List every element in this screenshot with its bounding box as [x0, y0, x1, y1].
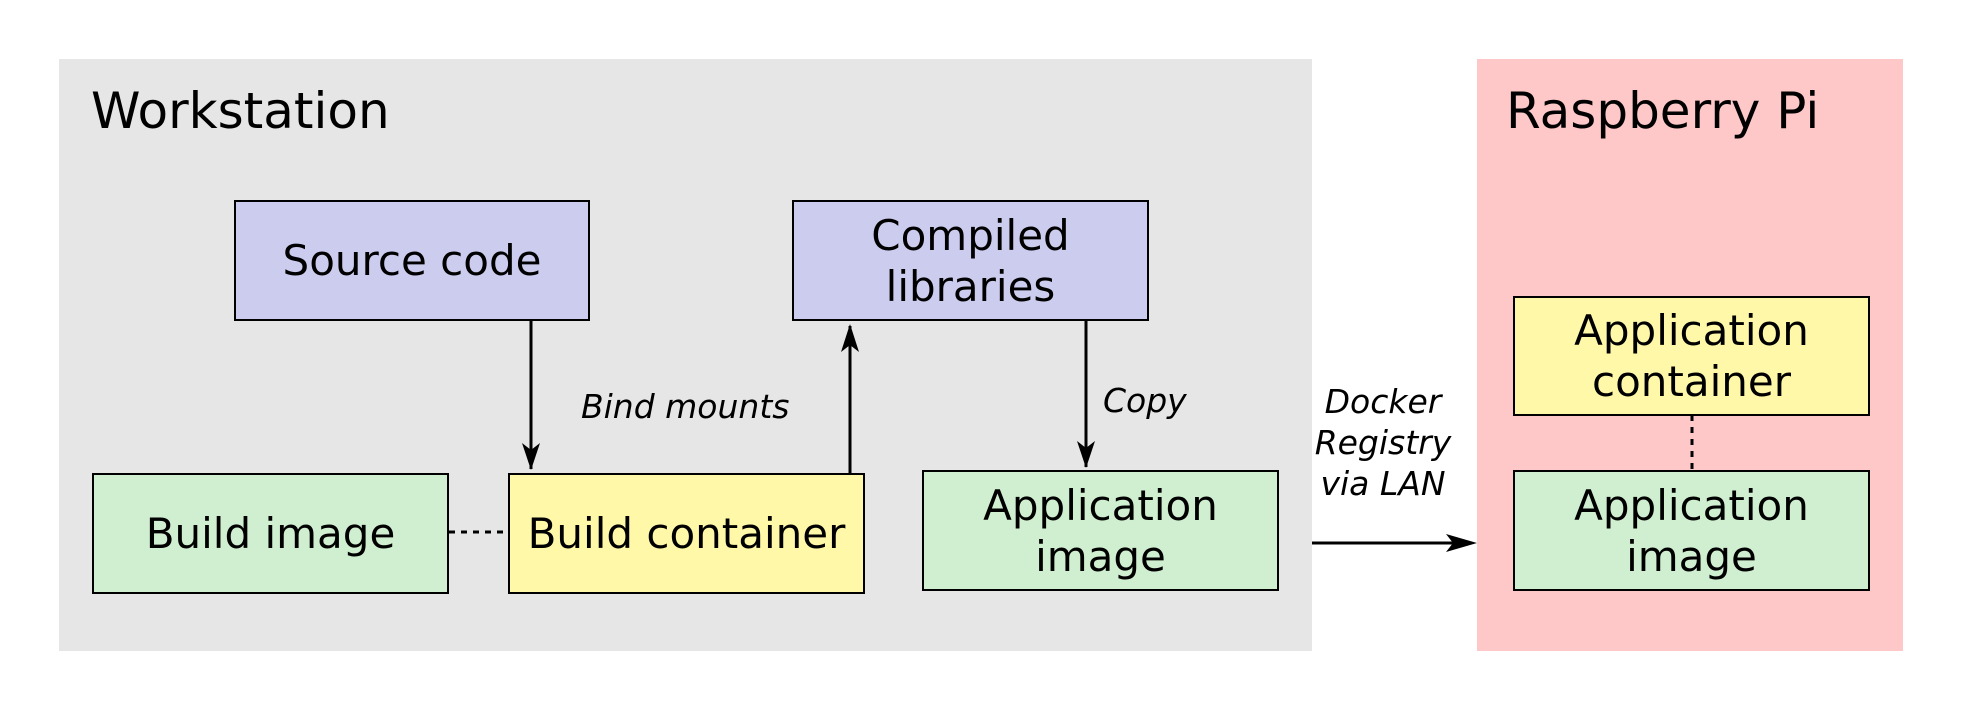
compiled-libraries-box: Compiled libraries	[792, 200, 1149, 321]
registry-label-line1: Docker	[1324, 382, 1442, 421]
build-image-box: Build image	[92, 473, 449, 594]
source-code-box: Source code	[234, 200, 590, 321]
pi-application-container-box: Application container	[1513, 296, 1870, 416]
application-image-label-line2: image	[1035, 531, 1166, 581]
registry-label: Docker Registry via LAN	[1308, 381, 1458, 504]
pi-application-image-label-line1: Application	[1574, 480, 1809, 530]
raspberry-pi-title: Raspberry Pi	[1506, 82, 1820, 140]
pi-application-image-box: Application image	[1513, 470, 1870, 591]
application-image-label-line1: Application	[983, 480, 1218, 530]
pi-application-container-label-line2: container	[1591, 357, 1791, 406]
registry-label-line3: via LAN	[1320, 464, 1446, 503]
source-code-label: Source code	[282, 236, 542, 285]
build-container-box: Build container	[508, 473, 865, 594]
workstation-application-image-box: Application image	[922, 470, 1279, 591]
registry-arrowhead	[1446, 534, 1477, 552]
compiled-libraries-label-line1: Compiled	[871, 210, 1070, 260]
pi-application-image-label-line2: image	[1626, 531, 1757, 581]
build-image-label: Build image	[145, 509, 396, 558]
bind-mount-in-arrowhead	[522, 443, 540, 470]
bind-mounts-label: Bind mounts	[581, 387, 790, 426]
workstation-title: Workstation	[91, 82, 390, 140]
bind-mount-out-arrowhead	[841, 324, 859, 352]
registry-label-line2: Registry	[1314, 423, 1452, 462]
copy-arrowhead	[1077, 441, 1095, 468]
pi-application-container-label-line1: Application	[1574, 306, 1809, 355]
copy-label: Copy	[1103, 381, 1187, 420]
compiled-libraries-label-line2: libraries	[885, 261, 1056, 311]
build-container-label: Build container	[527, 509, 846, 558]
